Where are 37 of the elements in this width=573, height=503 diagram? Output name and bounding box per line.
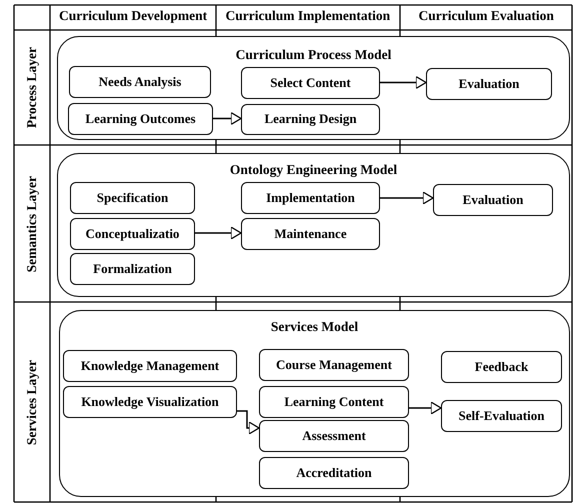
row-label: Semantics Layer bbox=[24, 176, 40, 272]
column-header: Curriculum Implementation bbox=[226, 8, 390, 24]
arrow bbox=[236, 410, 260, 435]
arrow bbox=[194, 226, 242, 240]
arrow bbox=[408, 401, 442, 415]
band-title: Ontology Engineering Model bbox=[230, 162, 398, 178]
process-box: Accreditation bbox=[259, 457, 409, 489]
process-box: Conceptualizatio bbox=[70, 218, 195, 250]
process-box: Select Content bbox=[241, 67, 380, 99]
process-box: Learning Content bbox=[259, 386, 409, 418]
process-box: Feedback bbox=[441, 351, 562, 383]
process-box: Specification bbox=[70, 182, 195, 214]
process-box: Needs Analysis bbox=[69, 66, 211, 98]
band-title: Curriculum Process Model bbox=[236, 47, 392, 63]
process-box: Learning Outcomes bbox=[68, 103, 213, 135]
process-box: Implementation bbox=[241, 182, 380, 214]
process-box: Maintenance bbox=[241, 218, 380, 250]
model-band bbox=[57, 36, 570, 140]
process-box: Assessment bbox=[259, 420, 409, 452]
model-band bbox=[57, 153, 570, 297]
process-box: Evaluation bbox=[426, 68, 552, 100]
process-box: Self-Evaluation bbox=[441, 400, 562, 432]
process-box: Knowledge Management bbox=[63, 350, 237, 382]
model-band bbox=[59, 310, 570, 497]
process-box: Learning Design bbox=[241, 104, 380, 135]
arrow bbox=[212, 112, 242, 126]
column-header: Curriculum Evaluation bbox=[418, 8, 554, 24]
process-box: Knowledge Visualization bbox=[63, 386, 237, 418]
band-title: Services Model bbox=[270, 319, 358, 335]
row-label: Services Layer bbox=[24, 360, 40, 445]
arrow bbox=[379, 76, 427, 90]
process-box: Course Management bbox=[259, 349, 409, 381]
process-box: Formalization bbox=[70, 253, 195, 285]
column-header: Curriculum Development bbox=[59, 8, 208, 24]
row-label: Process Layer bbox=[24, 47, 40, 128]
process-box: Evaluation bbox=[433, 184, 553, 216]
arrow bbox=[379, 191, 434, 205]
